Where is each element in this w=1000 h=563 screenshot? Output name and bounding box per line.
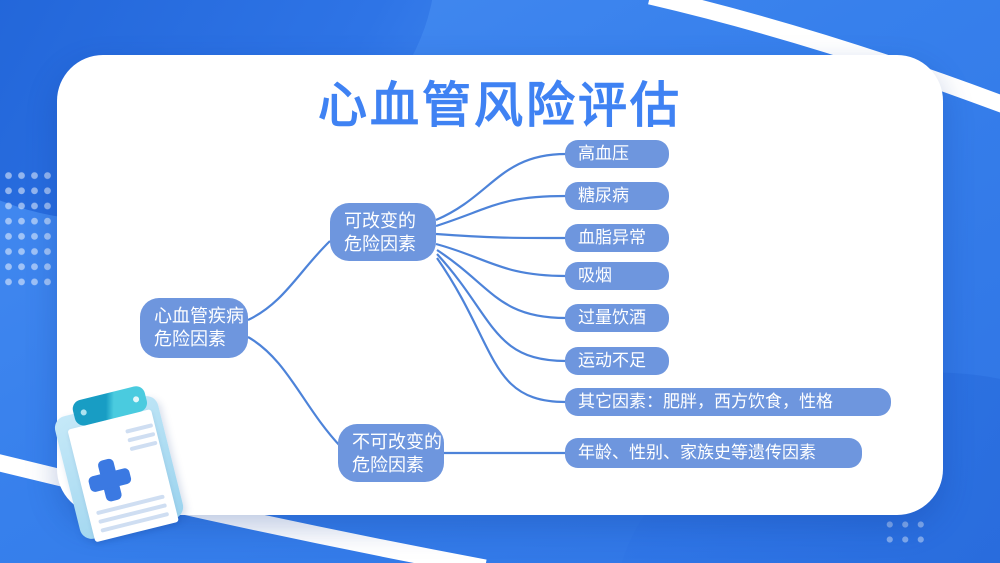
connector-alcohol [436,249,567,320]
arc-top-right [648,0,1000,113]
leaf-node-other-factors: 其它因素：肥胖，西方饮食，性格 [565,388,891,416]
leaf-node-excess-alcohol: 过量饮酒 [565,304,669,332]
page-title: 心血管风险评估 [317,77,682,134]
leaf-node-dyslipidemia: 血脂异常 [565,224,669,252]
connector-diabetes [435,194,567,228]
arc-bottom-left [0,454,487,563]
connector-smoking [435,242,567,278]
connector-root-branch2 [247,336,342,448]
connector-hypertension [435,152,567,222]
leaf-node-genetic-factors: 年龄、性别、家族史等遗传因素 [565,438,862,468]
branch-node-non-modifiable: 不可改变的 危险因素 [338,424,444,482]
dot-grid-bottom-right [882,517,932,550]
leaf-node-physical-inactivity: 运动不足 [565,347,669,375]
root-node-cvd-risk-factors: 心血管疾病 危险因素 [140,298,248,358]
leaf-node-hypertension: 高血压 [565,140,669,168]
leaf-node-smoking: 吸烟 [565,262,669,290]
connector-inactivity [436,253,567,363]
connector-other-factors [436,257,567,404]
leaf-node-diabetes: 糖尿病 [565,182,669,210]
connector-root-branch1 [247,240,331,321]
dot-grid-left [2,168,55,290]
branch-node-modifiable: 可改变的 危险因素 [330,203,436,261]
connector-dyslipidemia [435,232,567,240]
